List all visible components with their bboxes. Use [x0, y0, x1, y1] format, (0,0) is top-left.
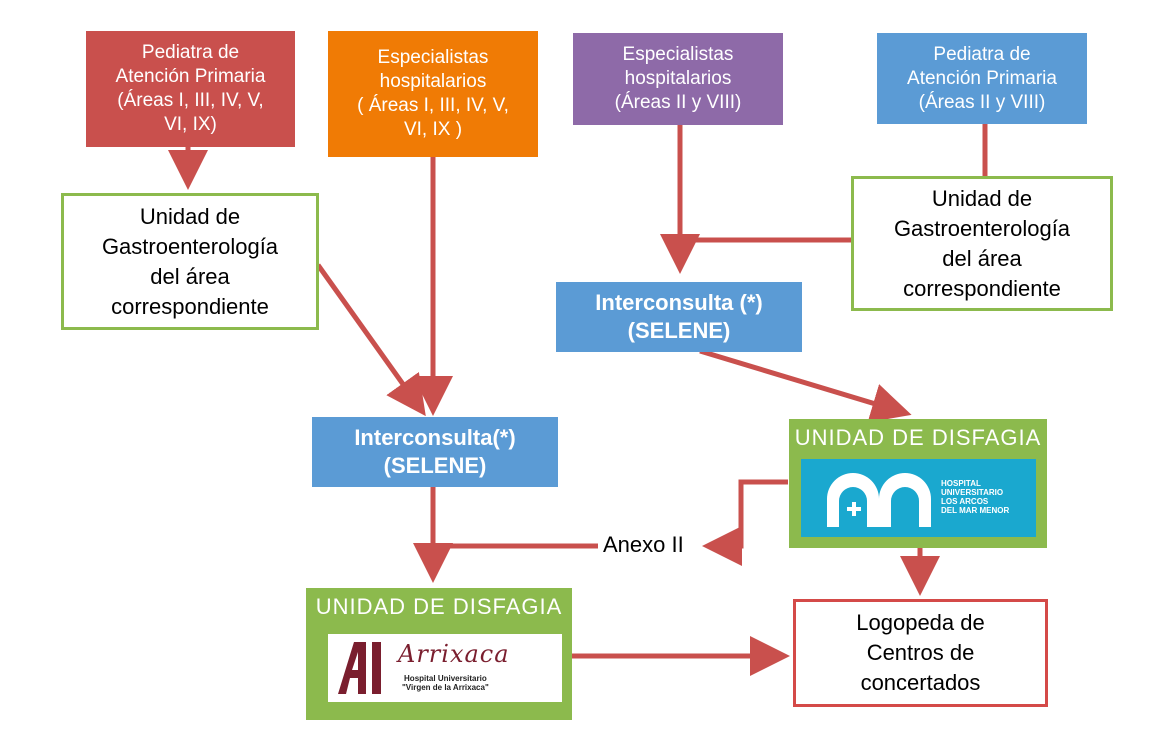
box-line: (Áreas I, III, IV, V, [117, 90, 264, 111]
anexo-ii-label: Anexo II [599, 532, 688, 558]
pediatra-primaria-areas-i-iii-iv-v-vi-ix-box: Pediatra de Atención Primaria (Áreas I, … [86, 31, 295, 147]
box-line: Especialistas [622, 44, 734, 65]
box-line: (SELENE) [383, 453, 487, 478]
arrixaca-subtitle: Hospital Universitario "Virgen de la Arr… [402, 674, 489, 692]
logo-text-line: DEL MAR MENOR [941, 506, 1010, 515]
hospital-los-arcos-logo: HOSPITAL UNIVERSITARIO LOS ARCOS DEL MAR… [801, 459, 1036, 537]
box-line: (Áreas II y VIII) [614, 92, 742, 113]
box-line: VI, IX) [164, 114, 217, 135]
arrixaca-a-mark-icon [338, 642, 381, 694]
box-line: Especialistas [377, 47, 489, 68]
gastroenterologia-right-box: Unidad de Gastroenterología del área cor… [851, 176, 1113, 311]
box-line: Interconsulta(*) [354, 425, 516, 450]
pediatra-primaria-areas-ii-viii-box: Pediatra de Atención Primaria (Áreas II … [877, 33, 1087, 124]
box-line: (Áreas II y VIII) [918, 91, 1046, 113]
box-line: Logopeda de [856, 610, 985, 635]
box-line: Atención Primaria [115, 66, 266, 87]
arrixaca-name: Arrixaca [398, 640, 510, 668]
box-line: Pediatra de [933, 43, 1031, 65]
box-line: Interconsulta (*) [595, 290, 763, 315]
box-line: correspondiente [903, 275, 1061, 301]
box-line: del área [942, 245, 1022, 271]
box-line: ( Áreas I, III, IV, V, [357, 95, 509, 116]
box-line: Centros de [866, 640, 975, 665]
especialistas-hospitalarios-areas-ii-viii-box: Especialistas hospitalarios (Áreas II y … [573, 33, 783, 125]
interconsulta-right-box: Interconsulta (*) (SELENE) [556, 282, 802, 352]
box-line: concertados [860, 670, 981, 695]
los-arcos-symbol-icon [827, 473, 931, 527]
unidad-disfagia-title: UNIDAD DE DISFAGIA [315, 594, 563, 619]
box-line: Gastroenterología [101, 233, 279, 259]
interconsulta-left-box: Interconsulta(*) (SELENE) [312, 417, 558, 487]
logo-text-line: LOS ARCOS [941, 497, 989, 506]
los-arcos-logo-text: HOSPITAL UNIVERSITARIO LOS ARCOS DEL MAR… [941, 479, 1009, 515]
box-line: VI, IX ) [403, 119, 463, 140]
box-line: hospitalarios [379, 71, 487, 92]
arrow-inter-right-to-disfagia-right [699, 348, 912, 423]
unidad-disfagia-title: UNIDAD DE DISFAGIA [794, 425, 1042, 450]
logo-text-line: UNIVERSITARIO [941, 488, 1004, 497]
logo-text-line: Hospital Universitario [404, 674, 487, 683]
logo-text-line: HOSPITAL [941, 479, 981, 488]
box-line: (SELENE) [627, 318, 731, 343]
box-line: correspondiente [111, 293, 269, 319]
especialistas-hospitalarios-areas-i-iii-iv-v-vi-ix-box: Especialistas hospitalarios ( Áreas I, I… [328, 31, 538, 157]
box-line: Gastroenterología [893, 215, 1071, 241]
box-line: del área [150, 263, 230, 289]
box-line: Pediatra de [141, 42, 240, 63]
box-line: Atención Primaria [907, 67, 1057, 89]
hospital-arrixaca-logo: Arrixaca Hospital Universitario "Virgen … [328, 634, 562, 702]
box-line: Unidad de [931, 185, 1033, 211]
logopeda-centros-concertados-box: Logopeda de Centros de concertados [793, 599, 1048, 707]
box-line: Unidad de [139, 203, 241, 229]
gastroenterologia-left-box: Unidad de Gastroenterología del área cor… [61, 193, 319, 330]
box-line: hospitalarios [624, 68, 732, 89]
arrow-disfagia-right-to-anexo [702, 479, 788, 566]
arrow-gastro-left-to-inter-left [315, 263, 426, 417]
logo-text-line: "Virgen de la Arrixaca" [402, 683, 489, 692]
